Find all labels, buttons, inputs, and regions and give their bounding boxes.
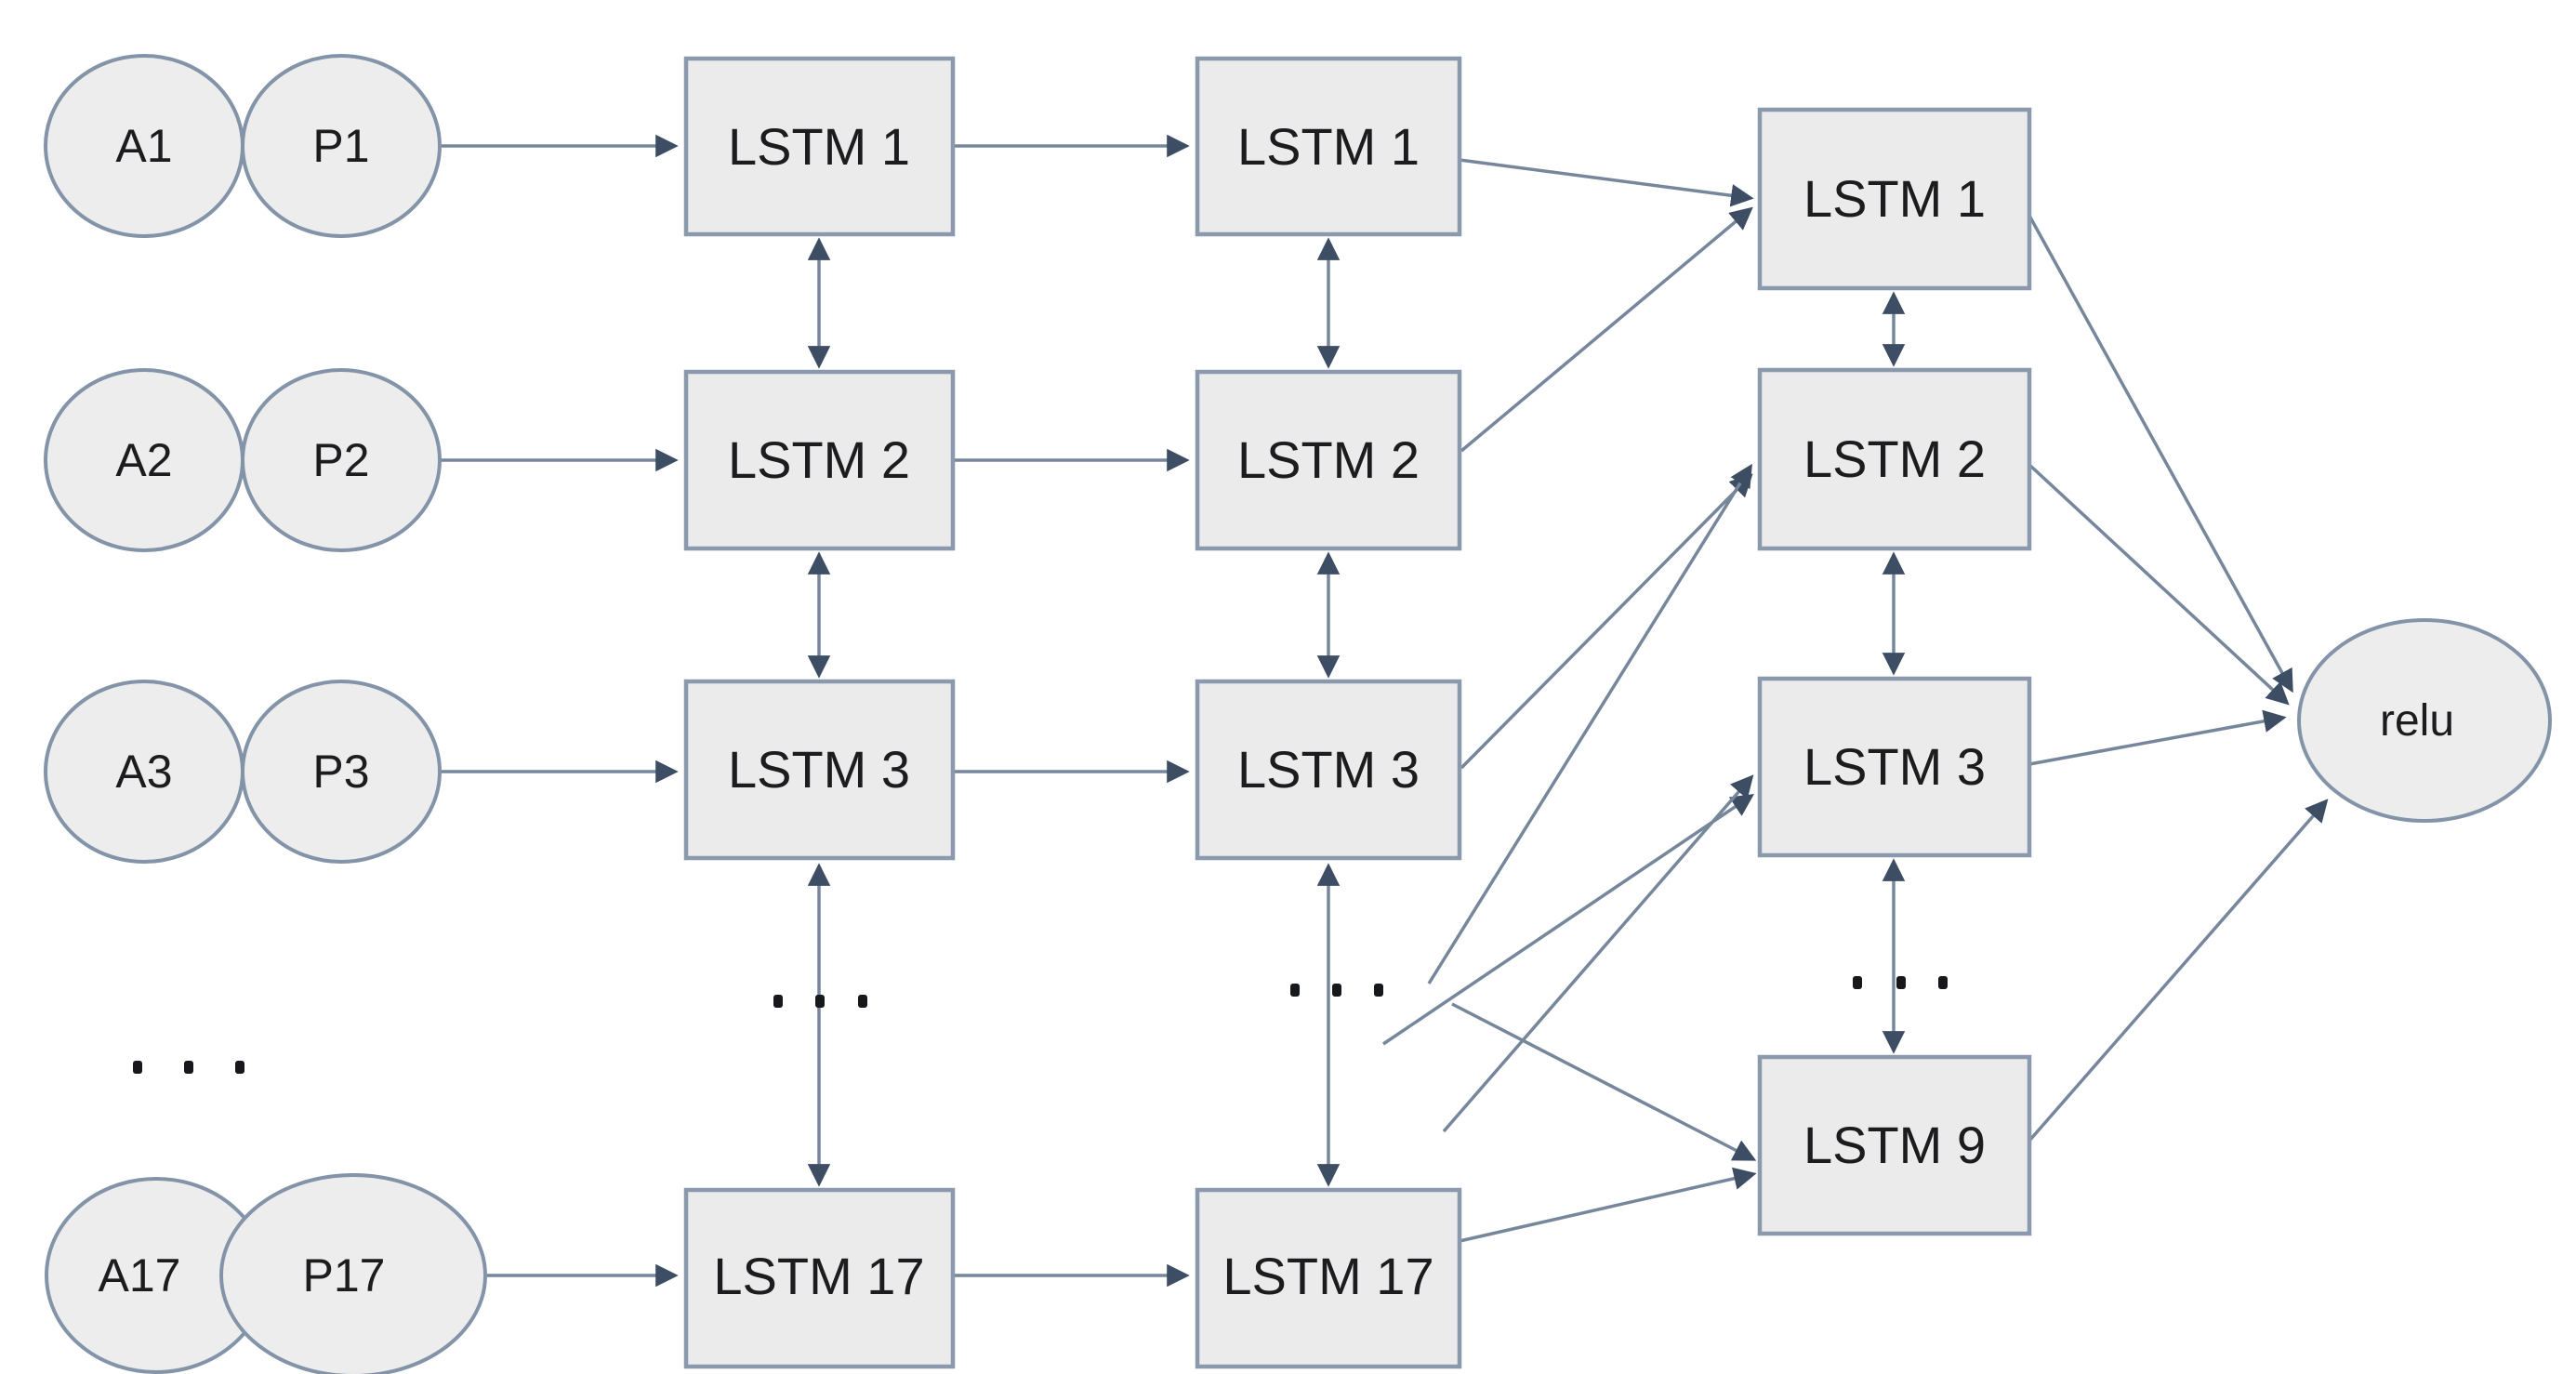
input-node-p17: P17: [219, 1173, 487, 1374]
p2-label: P2: [312, 434, 369, 486]
ellipsis-dot: [133, 1061, 142, 1074]
layer2-lstm1-node: LSTM 1: [1195, 56, 1462, 237]
layer3-lstm3-box: [1757, 676, 2032, 858]
layer1-lstm2-label: LSTM 2: [728, 430, 910, 489]
p3-label: P3: [312, 746, 369, 798]
edge-l3-lstm9-to-relu: [2028, 799, 2329, 1143]
input-node-p1: P1: [241, 54, 442, 238]
layer1-lstm1-box: [683, 56, 956, 237]
input-node-a2: A2: [44, 368, 244, 552]
layer3-lstm9-node: LSTM 9: [1757, 1054, 2032, 1236]
p17-label: P17: [303, 1249, 386, 1301]
edge-l2-ellipsis-to-l3-lstm9: [1451, 1002, 1757, 1161]
layer1-lstm2-box: [683, 369, 956, 551]
layer1-lstm3-node: LSTM 3: [683, 679, 956, 861]
layer2-lstm2-label: LSTM 2: [1237, 430, 1420, 489]
edge-l2-lstm3-to-l3-lstm2: [1460, 473, 1753, 770]
layer3-lstm3-node: LSTM 3: [1757, 676, 2032, 858]
layer3-lstm1-node: LSTM 1: [1757, 107, 2032, 291]
edge-l2-ellipsis-to-l3-lstm3-a: [1382, 793, 1755, 1046]
layer2-lstm3-label: LSTM 3: [1237, 740, 1420, 799]
layer2-lstm2-box: [1195, 369, 1462, 551]
edge-l2-ellipsis-to-l3-lstm3-b: [1442, 774, 1754, 1133]
layer2-lstm2-node: LSTM 2: [1195, 369, 1462, 551]
layer2-lstm3-node: LSTM 3: [1195, 679, 1462, 861]
edge-l3-lstm3-to-relu: [2028, 709, 2287, 766]
edge-l2-lstm17-to-l3-lstm9: [1459, 1167, 1757, 1243]
a1-label: A1: [115, 120, 172, 172]
relu-node: relu: [2297, 618, 2552, 823]
ellipsis-dot: [1938, 976, 1948, 989]
layer2-lstm1-label: LSTM 1: [1237, 117, 1420, 176]
layer1-lstm3-box: [683, 679, 956, 861]
layer3-lstm1-label: LSTM 1: [1803, 169, 1986, 228]
ellipsis-layer1: [773, 995, 867, 1008]
layer2-lstm1-box: [1195, 56, 1462, 237]
layer1-lstm1-node: LSTM 1: [683, 56, 956, 237]
layer3-lstm9-label: LSTM 9: [1803, 1116, 1986, 1174]
ellipsis-dot: [773, 995, 783, 1008]
edge-l3-lstm1-to-relu: [2028, 215, 2293, 694]
layer2-lstm17-node: LSTM 17: [1195, 1187, 1462, 1369]
ellipsis-dot: [1374, 984, 1383, 997]
layer3-lstm2-box: [1757, 367, 2032, 551]
ellipsis-dot: [1290, 984, 1300, 997]
layer1-lstm1-label: LSTM 1: [728, 117, 910, 176]
edges: [440, 134, 2329, 1288]
ellipsis-layer3: [1853, 976, 1948, 989]
p2-circle: [241, 368, 442, 552]
input-node-p3: P3: [241, 680, 442, 864]
input-node-a1: A1: [44, 54, 244, 238]
p3-circle: [241, 680, 442, 864]
ellipsis-dot: [815, 995, 825, 1008]
edge-l2-lstm2-to-l3-lstm1: [1460, 206, 1753, 453]
relu-label: relu: [2380, 696, 2454, 746]
edge-l2-ellipsis-to-l3-lstm2: [1427, 463, 1752, 984]
p1-circle: [241, 54, 442, 238]
layer1-lstm2-node: LSTM 2: [683, 369, 956, 551]
ellipsis-dot: [1853, 976, 1862, 989]
layer1-lstm3-label: LSTM 3: [728, 740, 910, 799]
input-node-a3: A3: [44, 680, 244, 864]
layer3-lstm2-label: LSTM 2: [1803, 429, 1986, 488]
edge-l2-lstm1-to-l3-lstm1: [1459, 158, 1754, 207]
layer1-lstm17-node: LSTM 17: [683, 1187, 956, 1369]
ellipsis-dot: [184, 1061, 193, 1074]
layer1-lstm17-box: [683, 1187, 956, 1369]
layer2-lstm17-label: LSTM 17: [1222, 1247, 1433, 1305]
layer3-lstm3-label: LSTM 3: [1803, 737, 1986, 796]
ellipsis-input-column: [133, 1061, 244, 1074]
layer2-lstm3-box: [1195, 679, 1462, 861]
ellipsis-dot: [1896, 976, 1906, 989]
a17-label: A17: [99, 1249, 181, 1301]
layer2-lstm17-box: [1195, 1187, 1462, 1369]
input-node-p2: P2: [241, 368, 442, 552]
layer1-lstm17-label: LSTM 17: [713, 1247, 924, 1305]
layer3-lstm9-box: [1757, 1054, 2032, 1236]
ellipsis-dot: [235, 1061, 244, 1074]
a3-label: A3: [115, 746, 172, 798]
ellipsis-dot: [1332, 984, 1341, 997]
edge-l3-lstm2-to-relu: [2028, 463, 2290, 706]
ellipsis-dot: [858, 995, 867, 1008]
ellipsis-layer2: [1290, 984, 1383, 997]
p1-label: P1: [312, 120, 369, 172]
p17-circle: [219, 1173, 487, 1374]
layer3-lstm2-node: LSTM 2: [1757, 367, 2032, 551]
layer3-lstm1-box: [1757, 107, 2032, 291]
relu-ellipse: [2297, 618, 2552, 823]
a2-label: A2: [115, 434, 172, 486]
